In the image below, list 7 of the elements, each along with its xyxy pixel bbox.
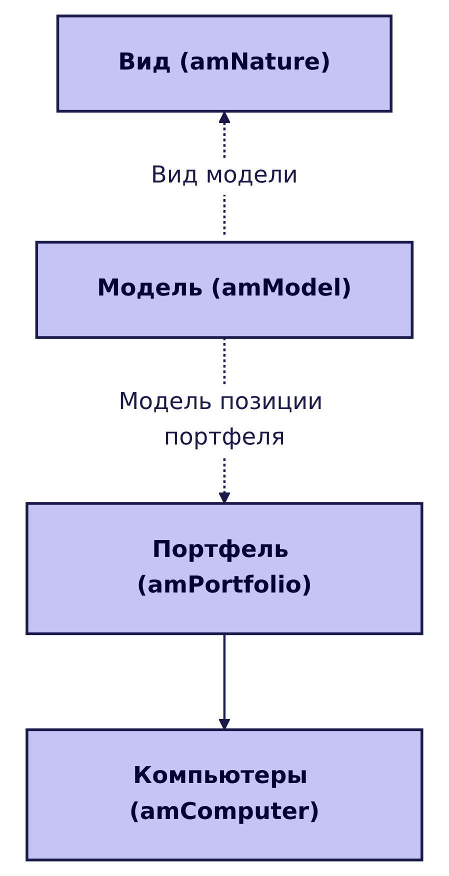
node-box: Компьютеры (amComputer) <box>26 728 424 862</box>
arrow <box>218 634 231 730</box>
edge-label: Вид модели <box>150 162 298 190</box>
node-box: Портфель (amPortfolio) <box>26 502 424 636</box>
node-box: Модель (amModel) <box>35 240 414 339</box>
edge-label: Модель позиции портфеля <box>118 388 323 451</box>
node-box: Вид (amNature) <box>56 14 393 113</box>
